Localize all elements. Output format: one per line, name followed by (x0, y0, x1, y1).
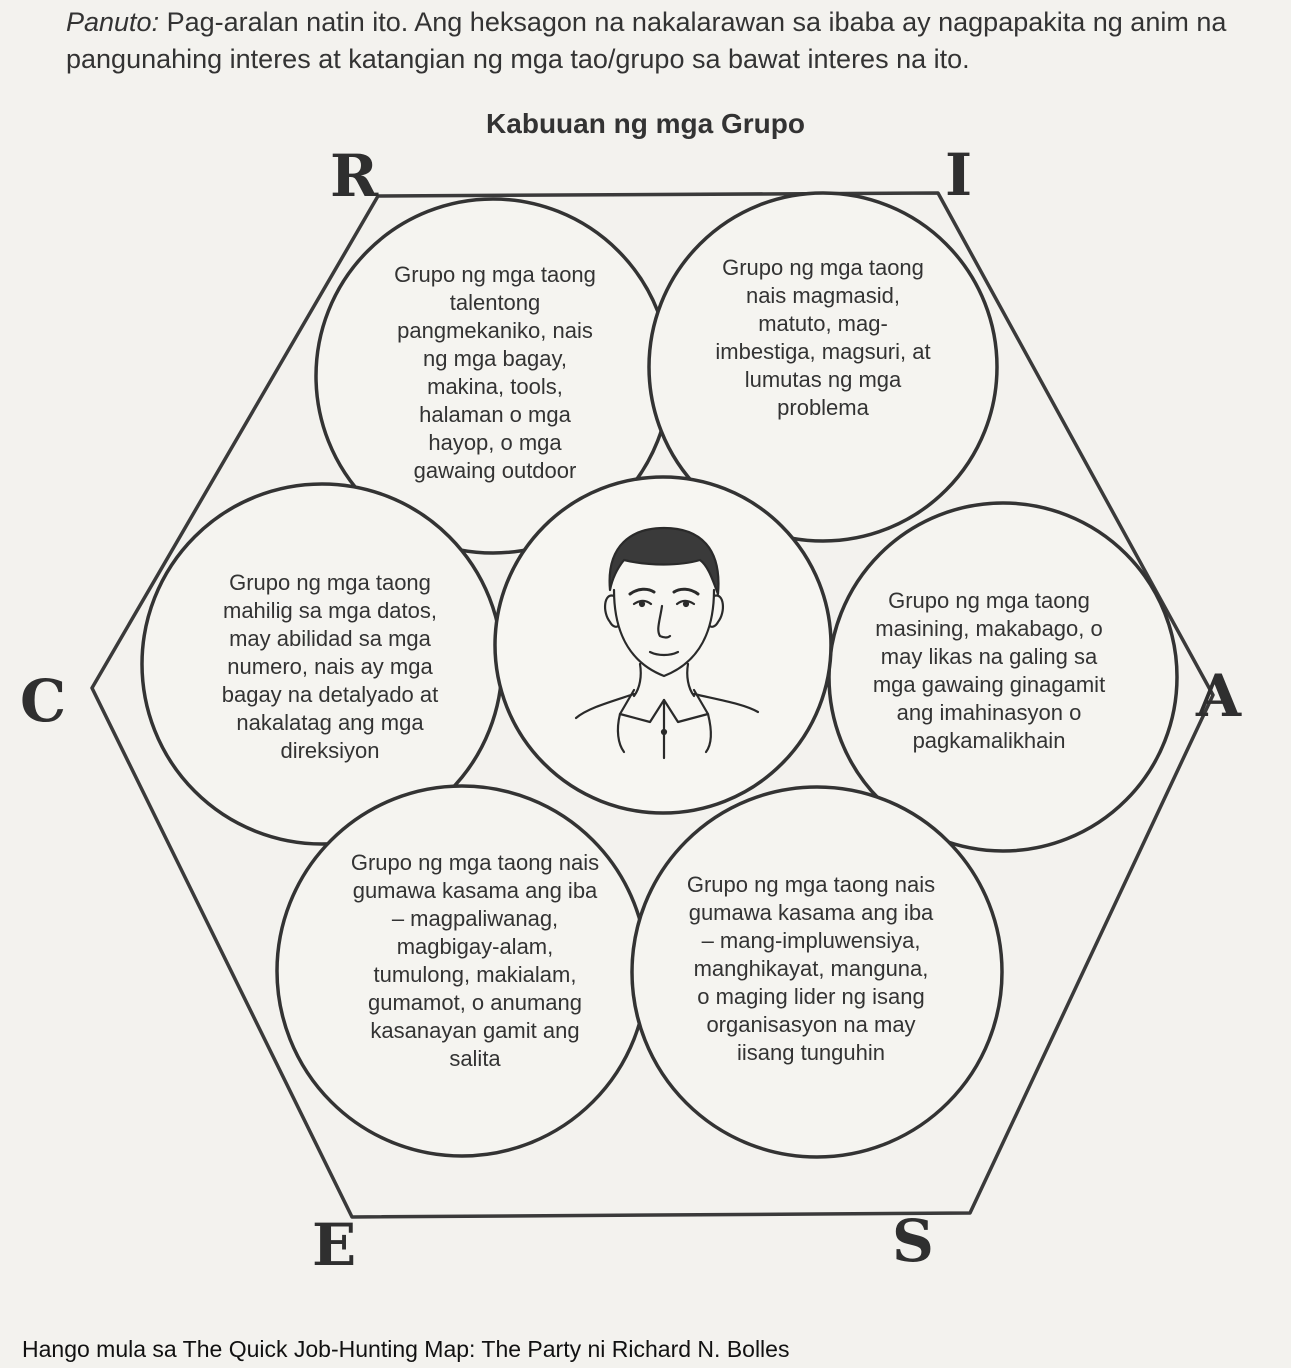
group-investigative-text: Grupo ng mga taong nais magmasid, matuto… (715, 255, 931, 420)
hexagon-outline (90, 191, 1215, 1219)
diagram-title: Kabuuan ng mga Grupo (486, 108, 805, 139)
corner-label-s: S (892, 1207, 934, 1275)
corner-label-i: I (945, 141, 972, 209)
group-artistic-text: Grupo ng mga taong masining, makabago, o… (872, 588, 1106, 753)
source-credit: Hango mula sa The Quick Job-Hunting Map:… (22, 1336, 790, 1362)
circle-center (493, 475, 833, 815)
group-realistic-text: Grupo ng mga taong talentong pangmekanik… (394, 262, 596, 483)
person-portrait-icon (574, 526, 760, 760)
corner-label-e: E (312, 1211, 356, 1279)
circle-investigative (647, 191, 999, 543)
instructions-text: Pag-aralan natin ito. Ang heksagon na na… (66, 7, 1227, 74)
group-social-text: Grupo ng mga taong nais gumawa kasama an… (686, 872, 936, 1065)
group-conventional-text: Grupo ng mga taong mahilig sa mga datos,… (221, 570, 439, 763)
circle-social (630, 785, 1004, 1159)
corner-label-r: R (330, 142, 379, 210)
group-enterprising-text: Grupo ng mga taong nais gumawa kasama an… (350, 850, 600, 1071)
instructions-label: Panuto: (66, 7, 160, 37)
corner-label-c: C (20, 667, 66, 735)
corner-label-a: A (1195, 662, 1242, 730)
instructions: Panuto: Pag-aralan natin ito. Ang heksag… (66, 4, 1256, 78)
